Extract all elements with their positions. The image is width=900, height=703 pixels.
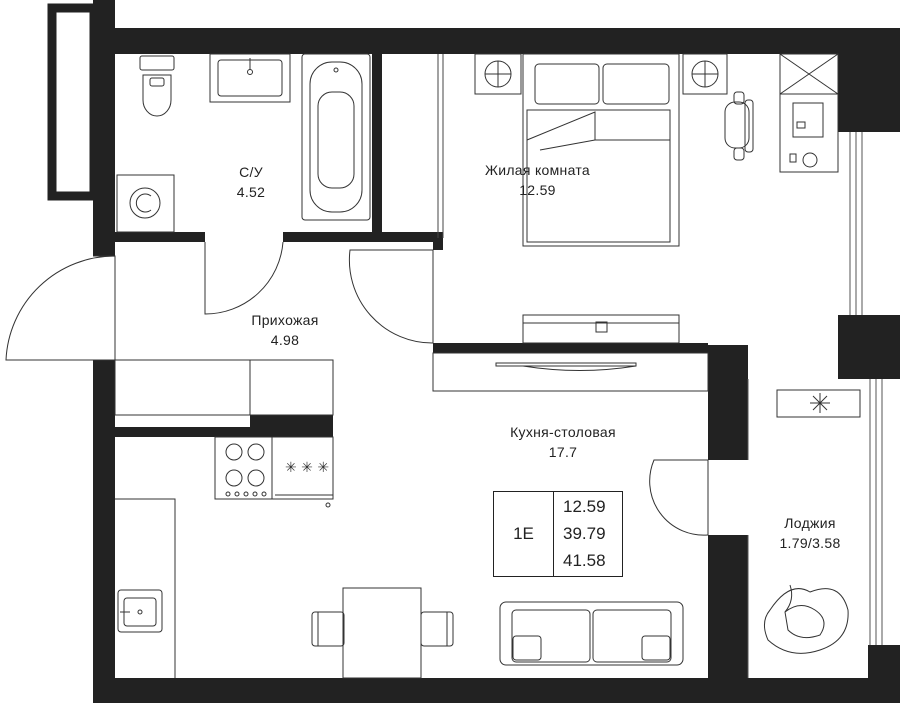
room-name: Кухня-столовая [510,424,616,440]
room-area: 4.52 [236,184,266,200]
bed-icon [522,53,680,247]
toilet-icon [139,55,175,117]
chair-icon [724,91,754,161]
desk-icon [779,53,839,173]
area-values: 12.59 39.79 41.58 [554,492,622,576]
kitchen-sink-icon [117,589,163,633]
kitchen-counter-icon: ✳ ✳ ✳ [115,436,334,678]
room-label-bathroom: С/У 4.52 [220,162,282,202]
tv-icon [522,314,680,344]
sink-icon [209,53,291,103]
room-name: Прихожая [251,312,319,328]
room-area: 4.98 [270,332,300,348]
room-name: Лоджия [784,515,836,531]
dining-table-icon [311,587,454,679]
hallway-wardrobe-icon [114,359,334,416]
room-label-hallway: Прихожая 4.98 [235,310,335,350]
wardrobe-icon [437,54,444,238]
windows [747,132,883,678]
nightstand-icon [474,53,728,95]
svg-text:✳ ✳ ✳: ✳ ✳ ✳ [285,460,329,476]
tv-stand-icon [432,352,709,392]
stove-icon [214,436,273,500]
walls [93,0,900,703]
sofa-icon [499,601,684,666]
armchair-icon [764,584,849,654]
bathtub-icon [301,53,371,221]
room-name: Жилая комната [484,162,591,178]
room-label-kitchen-dining: Кухня-столовая 17.7 [488,422,638,462]
apartment-summary-box: 1E 12.59 39.79 41.58 [493,491,623,577]
air-conditioner-icon [776,389,861,418]
room-area: 12.59 [519,182,556,198]
doors [5,241,709,536]
living-area-value: 12.59 [563,497,606,517]
apartment-type: 1E [494,492,554,576]
total-area-with-loggia-value: 41.58 [563,550,606,570]
window-frame [47,3,99,201]
washing-machine-icon [116,174,175,233]
room-label-loggia: Лоджия 1.79/3.58 [762,513,858,553]
room-area: 17.7 [548,444,578,460]
room-name: С/У [239,164,263,180]
room-area: 1.79/3.58 [779,535,841,551]
total-area-value: 39.79 [563,523,606,543]
room-label-living-room: Жилая комната 12.59 [470,160,605,200]
